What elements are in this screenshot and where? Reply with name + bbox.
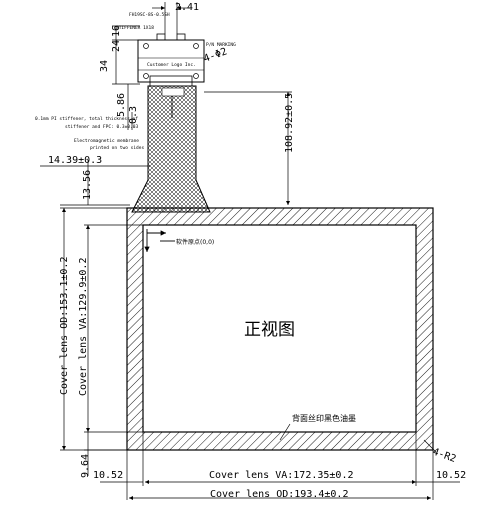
right-1052-label: 10.52 xyxy=(436,470,466,481)
emi-note-2: printed on two sides xyxy=(90,145,144,151)
back-print-label: 背面丝印黑色油墨 xyxy=(292,413,356,423)
dim-586: 5.86 xyxy=(116,93,127,117)
stiffener-label: STIFFENER 1X18 xyxy=(116,25,154,31)
stiffener-note-1: 0.1mm PI stiffener, total thickness of xyxy=(35,116,138,122)
va-width-label: Cover lens VA:172.35±0.2 xyxy=(209,470,354,481)
dim-fpc-34: 34 xyxy=(99,60,110,72)
od-height-label: Cover lens OD:153.1±0.2 xyxy=(59,257,70,395)
connector-part-label: FH19SC-8S-0.5SH xyxy=(129,12,170,18)
fpc-connector-block xyxy=(137,33,205,87)
dim-1356: 13.56 xyxy=(82,170,93,200)
hole-label: 4-Φ2 xyxy=(202,46,228,65)
dim-964: 9.64 xyxy=(80,454,91,478)
marking-small-label: P/N MARKING xyxy=(206,42,236,48)
emi-note-1: Electromagnetic membrane xyxy=(74,138,139,144)
dim-03: 0.3 xyxy=(128,106,139,124)
cover-lens-panel xyxy=(126,207,434,451)
dim-fpc-24: 24 xyxy=(111,40,122,52)
top-dimensions xyxy=(40,2,292,206)
dimension-texts: 2.41 FH19SC-8S-0.5SH STIFFENER 1X18 16 2… xyxy=(35,2,466,500)
dim-1439: 14.39±0.3 xyxy=(48,155,102,166)
panel-dimensions xyxy=(60,207,460,501)
origin-label: 软件原点(0,0) xyxy=(176,238,214,246)
dim-fpc-16: 16 xyxy=(111,25,122,37)
corner-radius-label: 4-R2 xyxy=(431,446,457,465)
front-view-label: 正视图 xyxy=(244,320,295,340)
back-print-leader xyxy=(279,423,291,441)
stiffener-note-2: stiffener and FPC: 0.3±0.03 xyxy=(65,124,138,130)
company-text: Customer Logo Inc. xyxy=(147,62,196,68)
dim-fpc-width: 2.41 xyxy=(175,2,199,13)
dim-10892: 108.92±0.5 xyxy=(284,93,295,153)
od-width-label: Cover lens OD:193.4±0.2 xyxy=(210,489,348,500)
left-1052-label: 10.52 xyxy=(93,470,123,481)
va-height-label: Cover lens VA:129.9±0.2 xyxy=(78,258,89,396)
software-origin-marker xyxy=(144,229,175,252)
